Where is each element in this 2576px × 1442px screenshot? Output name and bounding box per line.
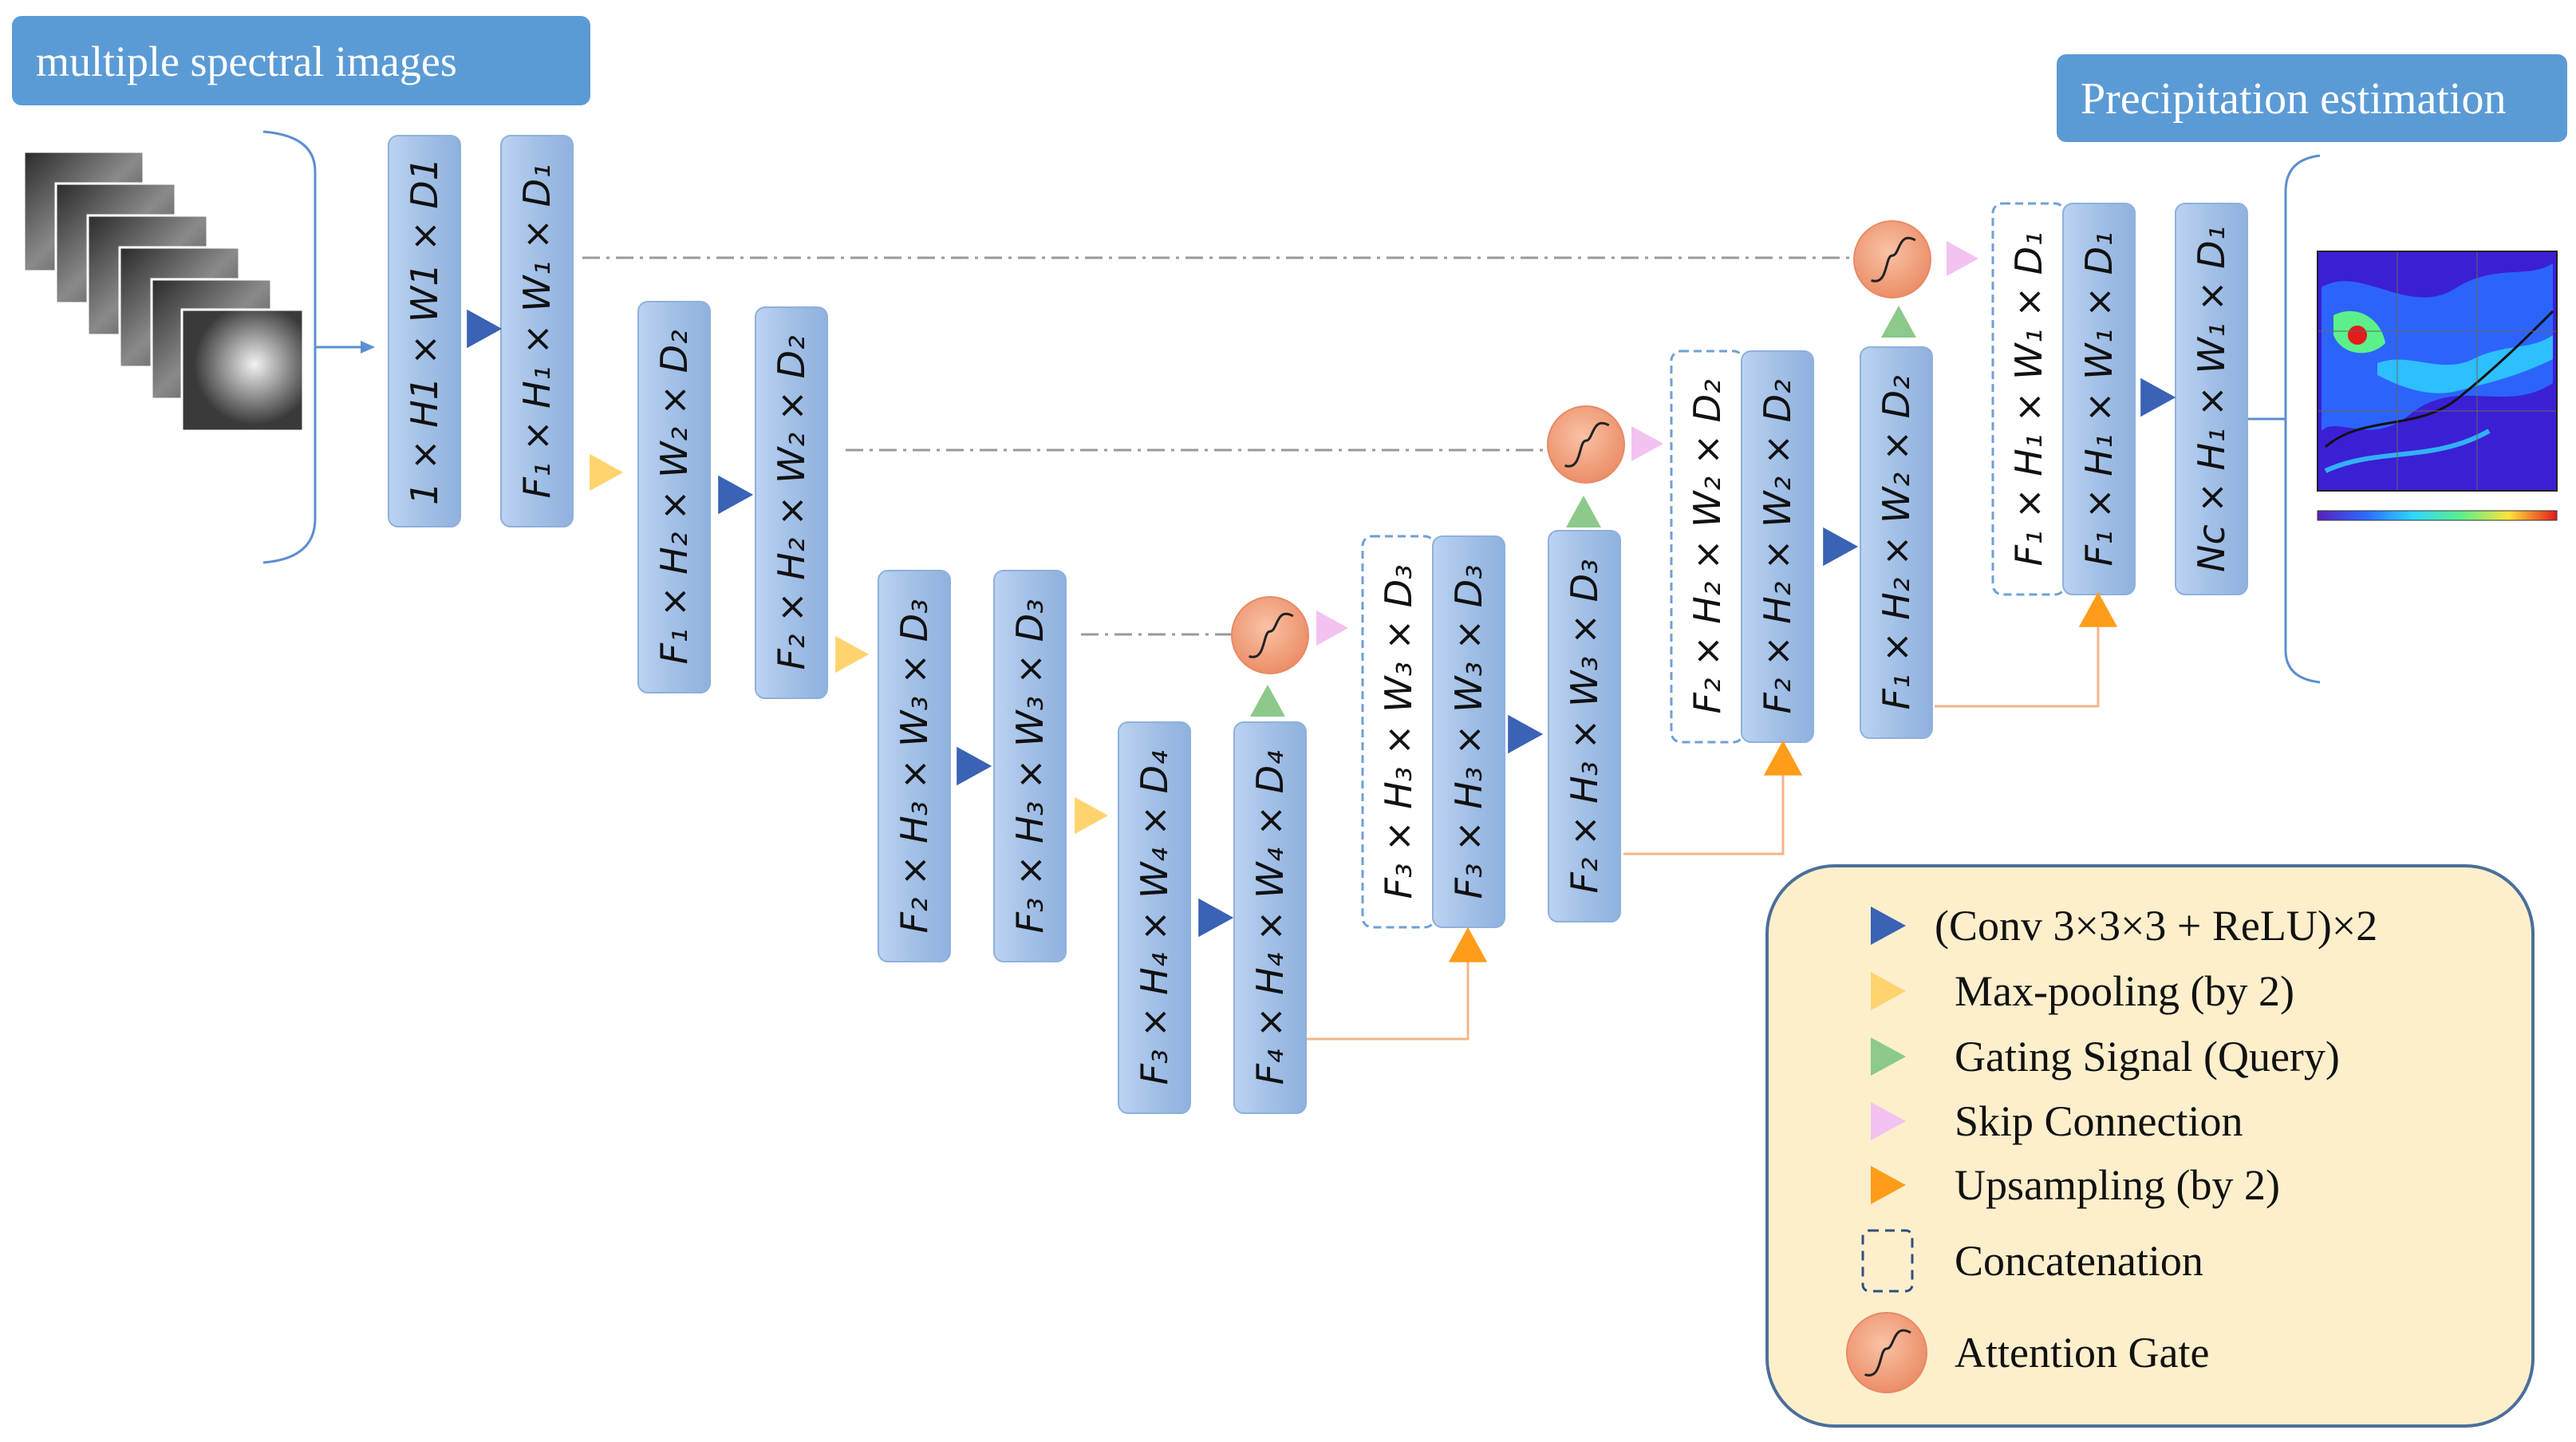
conv-arrow-6 xyxy=(2140,377,2176,417)
block-label-b14: Nc × H₁ × W₁ × D₁ xyxy=(2190,226,2233,572)
gating-arrow-0 xyxy=(1250,685,1285,717)
output-label: Precipitation estimation xyxy=(2081,74,2506,124)
upsample-arrow-1 xyxy=(1763,740,1803,776)
feature-block-b11: F₂ × H₂ × W₂ × D₂ xyxy=(1741,350,1814,743)
skip-arrow-1 xyxy=(1631,426,1663,461)
conv-arrow-2 xyxy=(957,746,992,786)
block-label-b10: F₂ × H₃ × W₃ × D₃ xyxy=(1563,559,1606,893)
attention-gate-2 xyxy=(1547,405,1625,484)
legend-item-conv: (Conv 3×3×3 + ReLU)×2 xyxy=(1871,902,2377,950)
legend-label-conv: (Conv 3×3×3 + ReLU)×2 xyxy=(1935,902,2377,950)
legend-item-maxpool: Max-pooling (by 2) xyxy=(1871,967,2294,1015)
block-label-b9: F₃ × H₃ × W₃ × D₃ xyxy=(1447,564,1490,899)
input-label-box: multiple spectral images xyxy=(12,16,590,105)
attention-gate-1 xyxy=(1231,596,1309,674)
output-label-box: Precipitation estimation xyxy=(2057,54,2567,142)
maxpool-arrow-2 xyxy=(1075,796,1109,835)
upsample-arrow-0 xyxy=(1448,926,1488,962)
feature-block-b9: F₃ × H₃ × W₃ × D₃ xyxy=(1432,535,1505,928)
block-label-b1: 1 × H1 × W1 × D1 xyxy=(403,157,446,505)
maxpool-arrow-1 xyxy=(835,635,870,674)
concat-block-c1: F₃ × H₃ × W₃ × D₃ xyxy=(1361,535,1436,929)
block-label-b4: F₂ × H₂ × W₂ × D₂ xyxy=(770,335,813,670)
feature-block-b6: F₃ × H₃ × W₃ × D₃ xyxy=(993,570,1067,962)
legend-label-skip: Skip Connection xyxy=(1955,1097,2243,1145)
block-label-b3: F₁ × H₂ × W₂ × D₂ xyxy=(653,330,696,664)
block-label-b7: F₃ × H₄ × W₄ × D₄ xyxy=(1133,750,1176,1084)
block-label-b12: F₁ × H₂ × W₂ × D₂ xyxy=(1875,375,1918,709)
block-label-c1: F₃ × H₃ × W₃ × D₃ xyxy=(1377,564,1420,899)
conv-arrow-4 xyxy=(1508,714,1544,754)
upsample-arrow-2 xyxy=(2078,591,2118,627)
legend-label-upsample: Upsampling (by 2) xyxy=(1955,1161,2280,1209)
concat-block-c3: F₁ × H₁ × W₁ × D₁ xyxy=(1991,202,2066,596)
attention-gate-3 xyxy=(1853,220,1931,298)
skip-arrow-2 xyxy=(1947,241,1978,276)
legend-marker-upsample xyxy=(1871,1166,1906,1204)
feature-block-b7: F₃ × H₄ × W₄ × D₄ xyxy=(1118,721,1191,1114)
feature-block-b3: F₁ × H₂ × W₂ × D₂ xyxy=(637,301,711,693)
feature-block-b10: F₂ × H₃ × W₃ × D₃ xyxy=(1548,530,1621,922)
legend-label-attention: Attention Gate xyxy=(1955,1329,2209,1377)
maxpool-arrow-0 xyxy=(590,453,624,492)
legend-label-concat: Concatenation xyxy=(1955,1237,2203,1285)
legend-item-attention: Attention Gate xyxy=(1846,1312,2209,1393)
input-label: multiple spectral images xyxy=(36,38,457,85)
legend-marker-skip xyxy=(1871,1102,1906,1140)
legend-item-upsample: Upsampling (by 2) xyxy=(1871,1161,2280,1209)
feature-block-b13: F₁ × H₁ × W₁ × D₁ xyxy=(2062,203,2136,595)
legend-label-maxpool: Max-pooling (by 2) xyxy=(1955,967,2294,1015)
gating-arrow-2 xyxy=(1881,306,1916,338)
output-brace xyxy=(2284,154,2321,684)
feature-block-b2: F₁ × H₁ × W₁ × D₁ xyxy=(500,135,574,527)
input-brace xyxy=(262,130,317,564)
conv-arrow-1 xyxy=(718,475,754,515)
legend-item-gating: Gating Signal (Query) xyxy=(1871,1033,2340,1081)
spectral-image-stack xyxy=(22,150,305,433)
legend-item-skip: Skip Connection xyxy=(1871,1097,2243,1145)
legend xyxy=(1765,864,2535,1428)
feature-block-b4: F₂ × H₂ × W₂ × D₂ xyxy=(755,306,828,699)
conv-arrow-0 xyxy=(467,309,503,349)
legend-marker-concat xyxy=(1861,1229,1914,1293)
legend-marker-maxpool xyxy=(1871,972,1906,1010)
legend-marker-conv xyxy=(1871,907,1906,945)
block-label-b5: F₂ × H₃ × W₃ × D₃ xyxy=(893,599,936,933)
skip-arrow-0 xyxy=(1316,610,1348,646)
block-label-b13: F₁ × H₁ × W₁ × D₁ xyxy=(2077,231,2120,566)
upsample-lines xyxy=(1304,606,2100,1041)
block-label-b8: F₄ × H₄ × W₄ × D₄ xyxy=(1249,750,1292,1084)
precipitation-map xyxy=(2317,251,2558,521)
feature-block-b5: F₂ × H₃ × W₃ × D₃ xyxy=(878,570,951,962)
legend-marker-gating xyxy=(1871,1037,1906,1076)
feature-block-b1: 1 × H1 × W1 × D1 xyxy=(388,135,461,527)
block-label-c2: F₂ × H₂ × W₂ × D₂ xyxy=(1686,379,1729,713)
legend-label-gating: Gating Signal (Query) xyxy=(1955,1033,2340,1081)
conv-arrow-5 xyxy=(1823,527,1859,567)
feature-block-b8: F₄ × H₄ × W₄ × D₄ xyxy=(1233,721,1307,1114)
skip-lines xyxy=(582,256,1851,636)
block-label-b6: F₃ × H₃ × W₃ × D₃ xyxy=(1008,599,1051,933)
block-label-b2: F₁ × H₁ × W₁ × D₁ xyxy=(515,164,558,498)
block-label-c3: F₁ × H₁ × W₁ × D₁ xyxy=(2007,231,2050,566)
gating-arrow-1 xyxy=(1566,496,1601,527)
feature-block-b12: F₁ × H₂ × W₂ × D₂ xyxy=(1860,346,1933,739)
conv-arrow-3 xyxy=(1198,898,1234,938)
block-label-b11: F₂ × H₂ × W₂ × D₂ xyxy=(1756,379,1799,713)
legend-marker-attention xyxy=(1846,1312,1927,1393)
feature-block-b14: Nc × H₁ × W₁ × D₁ xyxy=(2175,203,2248,595)
concat-block-c2: F₂ × H₂ × W₂ × D₂ xyxy=(1670,350,1745,744)
legend-item-concat: Concatenation xyxy=(1861,1229,2203,1293)
